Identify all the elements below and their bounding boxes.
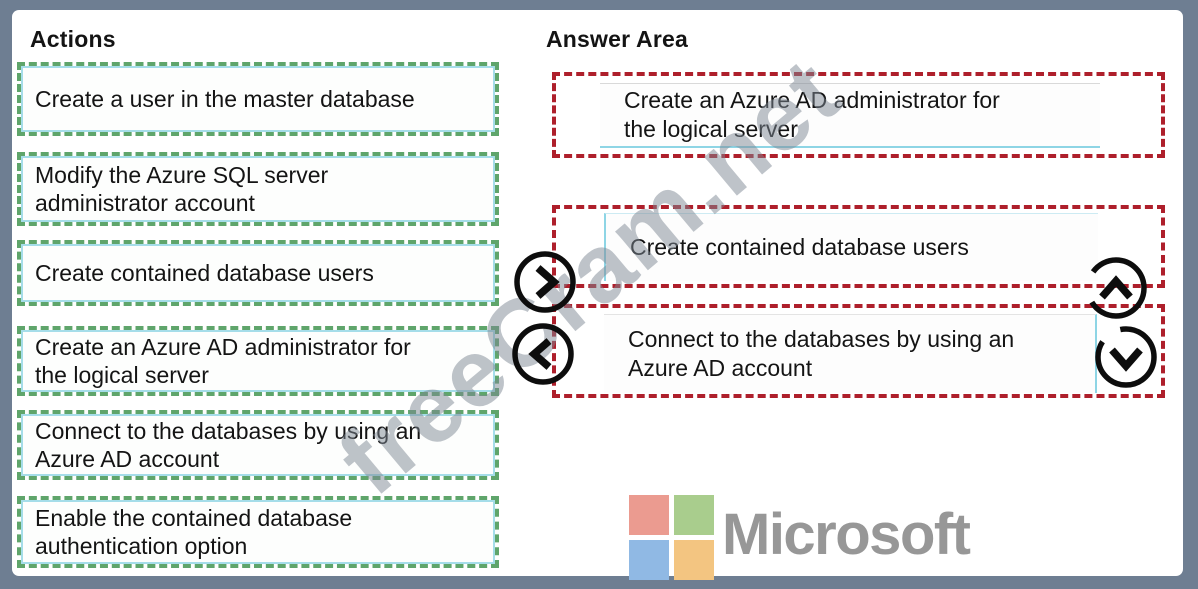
- action-item-create-azure-ad-admin[interactable]: Create an Azure AD administrator for the…: [17, 326, 499, 396]
- action-item-create-contained-db-users[interactable]: Create contained database users: [17, 240, 499, 306]
- answer-area-title: Answer Area: [546, 26, 688, 52]
- answer-slot-2[interactable]: [552, 205, 1165, 288]
- microsoft-wordmark: Microsoft: [722, 502, 971, 567]
- answer-card-1[interactable]: Create an Azure AD administrator for the…: [600, 83, 1100, 148]
- microsoft-logo-square-orange: [674, 540, 714, 580]
- answer-card-2[interactable]: Create contained database users: [604, 213, 1098, 281]
- move-right-button[interactable]: [511, 248, 579, 316]
- microsoft-logo-square-blue: [629, 540, 669, 580]
- move-left-button[interactable]: [509, 320, 577, 388]
- action-item-enable-contained-db-auth[interactable]: Enable the contained database authentica…: [17, 496, 499, 568]
- action-item-create-user-master-db[interactable]: Create a user in the master database: [17, 62, 499, 136]
- chevron-down-circle-icon: [1095, 326, 1157, 388]
- microsoft-logo-square-red: [629, 495, 669, 535]
- chevron-right-circle-icon: [514, 251, 576, 313]
- action-item-modify-sql-admin-account[interactable]: Modify the Azure SQL server administrato…: [17, 152, 499, 226]
- move-down-button[interactable]: [1092, 323, 1160, 391]
- actions-column-title: Actions: [30, 26, 116, 52]
- microsoft-logo-square-green: [674, 495, 714, 535]
- answer-slot-3[interactable]: [552, 304, 1165, 398]
- answer-card-3[interactable]: Connect to the databases by using an Azu…: [604, 314, 1097, 393]
- answer-slot-1[interactable]: [552, 72, 1165, 158]
- chevron-up-circle-icon: [1085, 257, 1147, 319]
- action-item-connect-with-azure-ad[interactable]: Connect to the databases by using an Azu…: [17, 410, 499, 480]
- move-up-button[interactable]: [1082, 254, 1150, 322]
- chevron-left-circle-icon: [512, 323, 574, 385]
